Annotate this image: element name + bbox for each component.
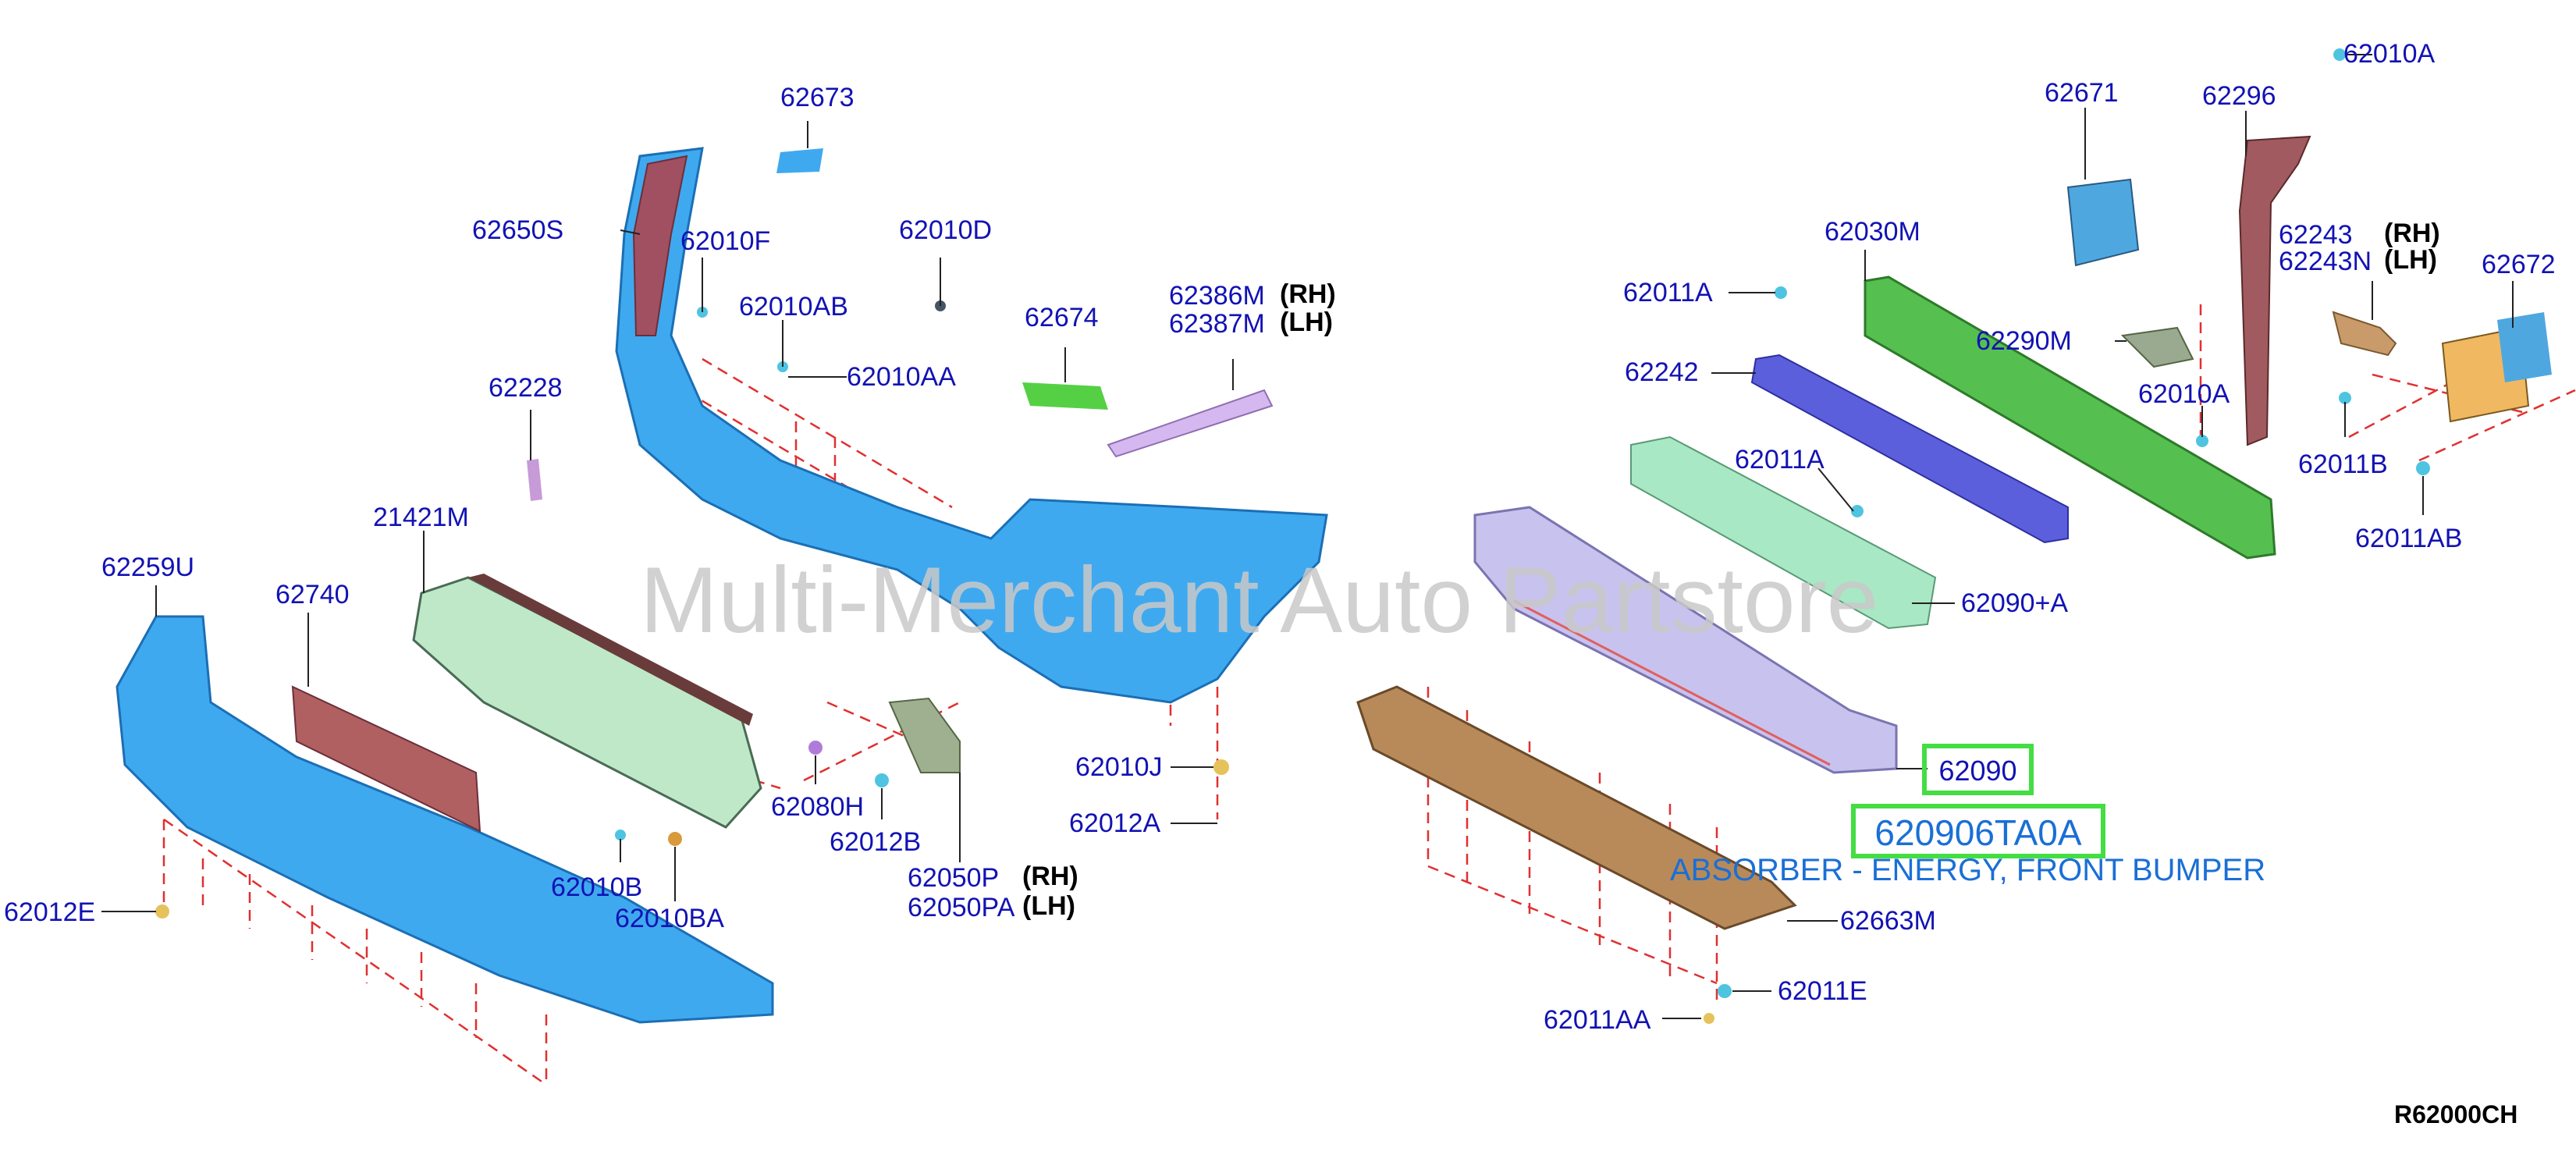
- clip-62080h: [808, 741, 823, 755]
- clip-62011b: [2339, 392, 2351, 404]
- part-description: ABSORBER - ENERGY, FRONT BUMPER: [1670, 853, 2266, 887]
- grille-bar: [468, 574, 753, 726]
- callout-62011a-top[interactable]: 62011A: [1623, 278, 1713, 307]
- callout-62090a[interactable]: 62090+A: [1961, 588, 2069, 618]
- highlight-62090-label: 62090: [1938, 755, 2017, 787]
- callout-62010aa[interactable]: 62010AA: [847, 362, 956, 392]
- highlight-62090[interactable]: 62090: [1922, 744, 2034, 795]
- clip-62011ab: [2416, 461, 2430, 475]
- clip-62011a-mid: [1851, 505, 1864, 517]
- absorber-red-edge: [1513, 599, 1831, 766]
- callout-62290m[interactable]: 62290M: [1976, 326, 2072, 356]
- side-lh-62387m: (LH): [1280, 307, 1333, 337]
- reinforcement-62030m: [1864, 275, 2276, 560]
- molding-62386m: [1107, 389, 1274, 458]
- leader-lines: [101, 54, 2514, 1019]
- callout-62010a-top[interactable]: 62010A: [2343, 39, 2436, 69]
- callout-62673[interactable]: 62673: [780, 83, 855, 112]
- callout-62012e[interactable]: 62012E: [4, 897, 96, 927]
- bracket-62050p: [888, 697, 961, 773]
- callout-62010ab[interactable]: 62010AB: [739, 292, 848, 322]
- bracket-62242: [1750, 354, 2069, 544]
- absorber-upper-62090a: [1630, 435, 1937, 630]
- clip-62010b: [615, 830, 626, 840]
- callout-62010a-mid[interactable]: 62010A: [2138, 379, 2230, 409]
- lower-bumper: [115, 615, 774, 1024]
- bracket-62672-blue: [2497, 312, 2552, 382]
- clip-62012b: [875, 773, 889, 787]
- callout-62243n[interactable]: 62243N: [2279, 247, 2372, 276]
- side-lh-62243n: (LH): [2384, 245, 2437, 275]
- callout-62228[interactable]: 62228: [489, 373, 563, 403]
- clip-62010j: [1213, 759, 1229, 775]
- callout-62010j[interactable]: 62010J: [1075, 752, 1163, 782]
- callout-62012b[interactable]: 62012B: [830, 827, 922, 857]
- callout-62387m[interactable]: 62387M: [1169, 309, 1265, 339]
- bumper-fascia-edge: [632, 155, 688, 336]
- part-number-highlight[interactable]: 620906TA0A: [1851, 804, 2105, 858]
- callout-62011e[interactable]: 62011E: [1778, 976, 1867, 1006]
- clip-62011aa: [1704, 1013, 1714, 1024]
- bracket-62674: [1022, 382, 1108, 410]
- clip-62011e: [1718, 984, 1732, 998]
- callout-62663m[interactable]: 62663M: [1840, 906, 1936, 936]
- callout-62080h[interactable]: 62080H: [771, 792, 865, 822]
- callout-62010f[interactable]: 62010F: [680, 226, 771, 256]
- callout-62010d[interactable]: 62010D: [899, 215, 993, 245]
- callout-62674[interactable]: 62674: [1025, 303, 1099, 332]
- callout-62650s[interactable]: 62650S: [472, 215, 564, 245]
- callout-62011ab[interactable]: 62011AB: [2355, 524, 2463, 553]
- side-lh-62050pa: (LH): [1022, 891, 1075, 921]
- callout-62242[interactable]: 62242: [1625, 357, 1699, 387]
- bumper-fascia: [615, 147, 1328, 704]
- license-bracket: [291, 685, 481, 833]
- clip-62010a-top: [2333, 48, 2346, 61]
- bracket-62673: [776, 148, 823, 173]
- callout-62740[interactable]: 62740: [275, 580, 350, 609]
- callout-62050p[interactable]: 62050P: [908, 863, 1000, 893]
- callout-62243[interactable]: 62243: [2279, 220, 2353, 250]
- callout-62010ba[interactable]: 62010BA: [615, 904, 724, 933]
- callout-62030m[interactable]: 62030M: [1825, 217, 1920, 247]
- clip-62010a-mid: [2196, 435, 2208, 447]
- undercover-62663m: [1356, 685, 1797, 930]
- callout-62671[interactable]: 62671: [2045, 78, 2119, 108]
- bracket-62290m: [2120, 326, 2194, 368]
- callout-62011a-mid[interactable]: 62011A: [1735, 445, 1825, 474]
- callout-62012a[interactable]: 62012A: [1069, 808, 1161, 838]
- callout-62386m[interactable]: 62386M: [1169, 281, 1265, 311]
- callout-21421m[interactable]: 21421M: [373, 503, 469, 532]
- callout-62050pa[interactable]: 62050PA: [908, 893, 1015, 922]
- callout-62672[interactable]: 62672: [2482, 250, 2556, 279]
- side-rh-62050p: (RH): [1022, 862, 1078, 891]
- callout-62259u[interactable]: 62259U: [101, 553, 195, 582]
- callout-62296[interactable]: 62296: [2202, 81, 2276, 111]
- diagram-code: R62000CH: [2394, 1100, 2518, 1128]
- callout-62011b[interactable]: 62011B: [2298, 450, 2388, 479]
- callout-62010b[interactable]: 62010B: [551, 872, 643, 902]
- bracket-62296: [2238, 135, 2311, 446]
- clip-62011a-top: [1775, 286, 1787, 299]
- side-rh-62243: (RH): [2384, 219, 2440, 248]
- bracket-62671: [2066, 178, 2140, 267]
- part-number: 620906TA0A: [1874, 812, 2082, 853]
- bracket-62243: [2332, 311, 2397, 357]
- clip-62012e: [155, 904, 169, 919]
- watermark: Multi-Merchant Auto Partstore: [640, 548, 1879, 652]
- clip-62228: [527, 459, 542, 501]
- side-rh-62386m: (RH): [1280, 279, 1336, 309]
- clip-62010ba: [668, 832, 682, 846]
- callout-62011aa[interactable]: 62011AA: [1544, 1005, 1651, 1035]
